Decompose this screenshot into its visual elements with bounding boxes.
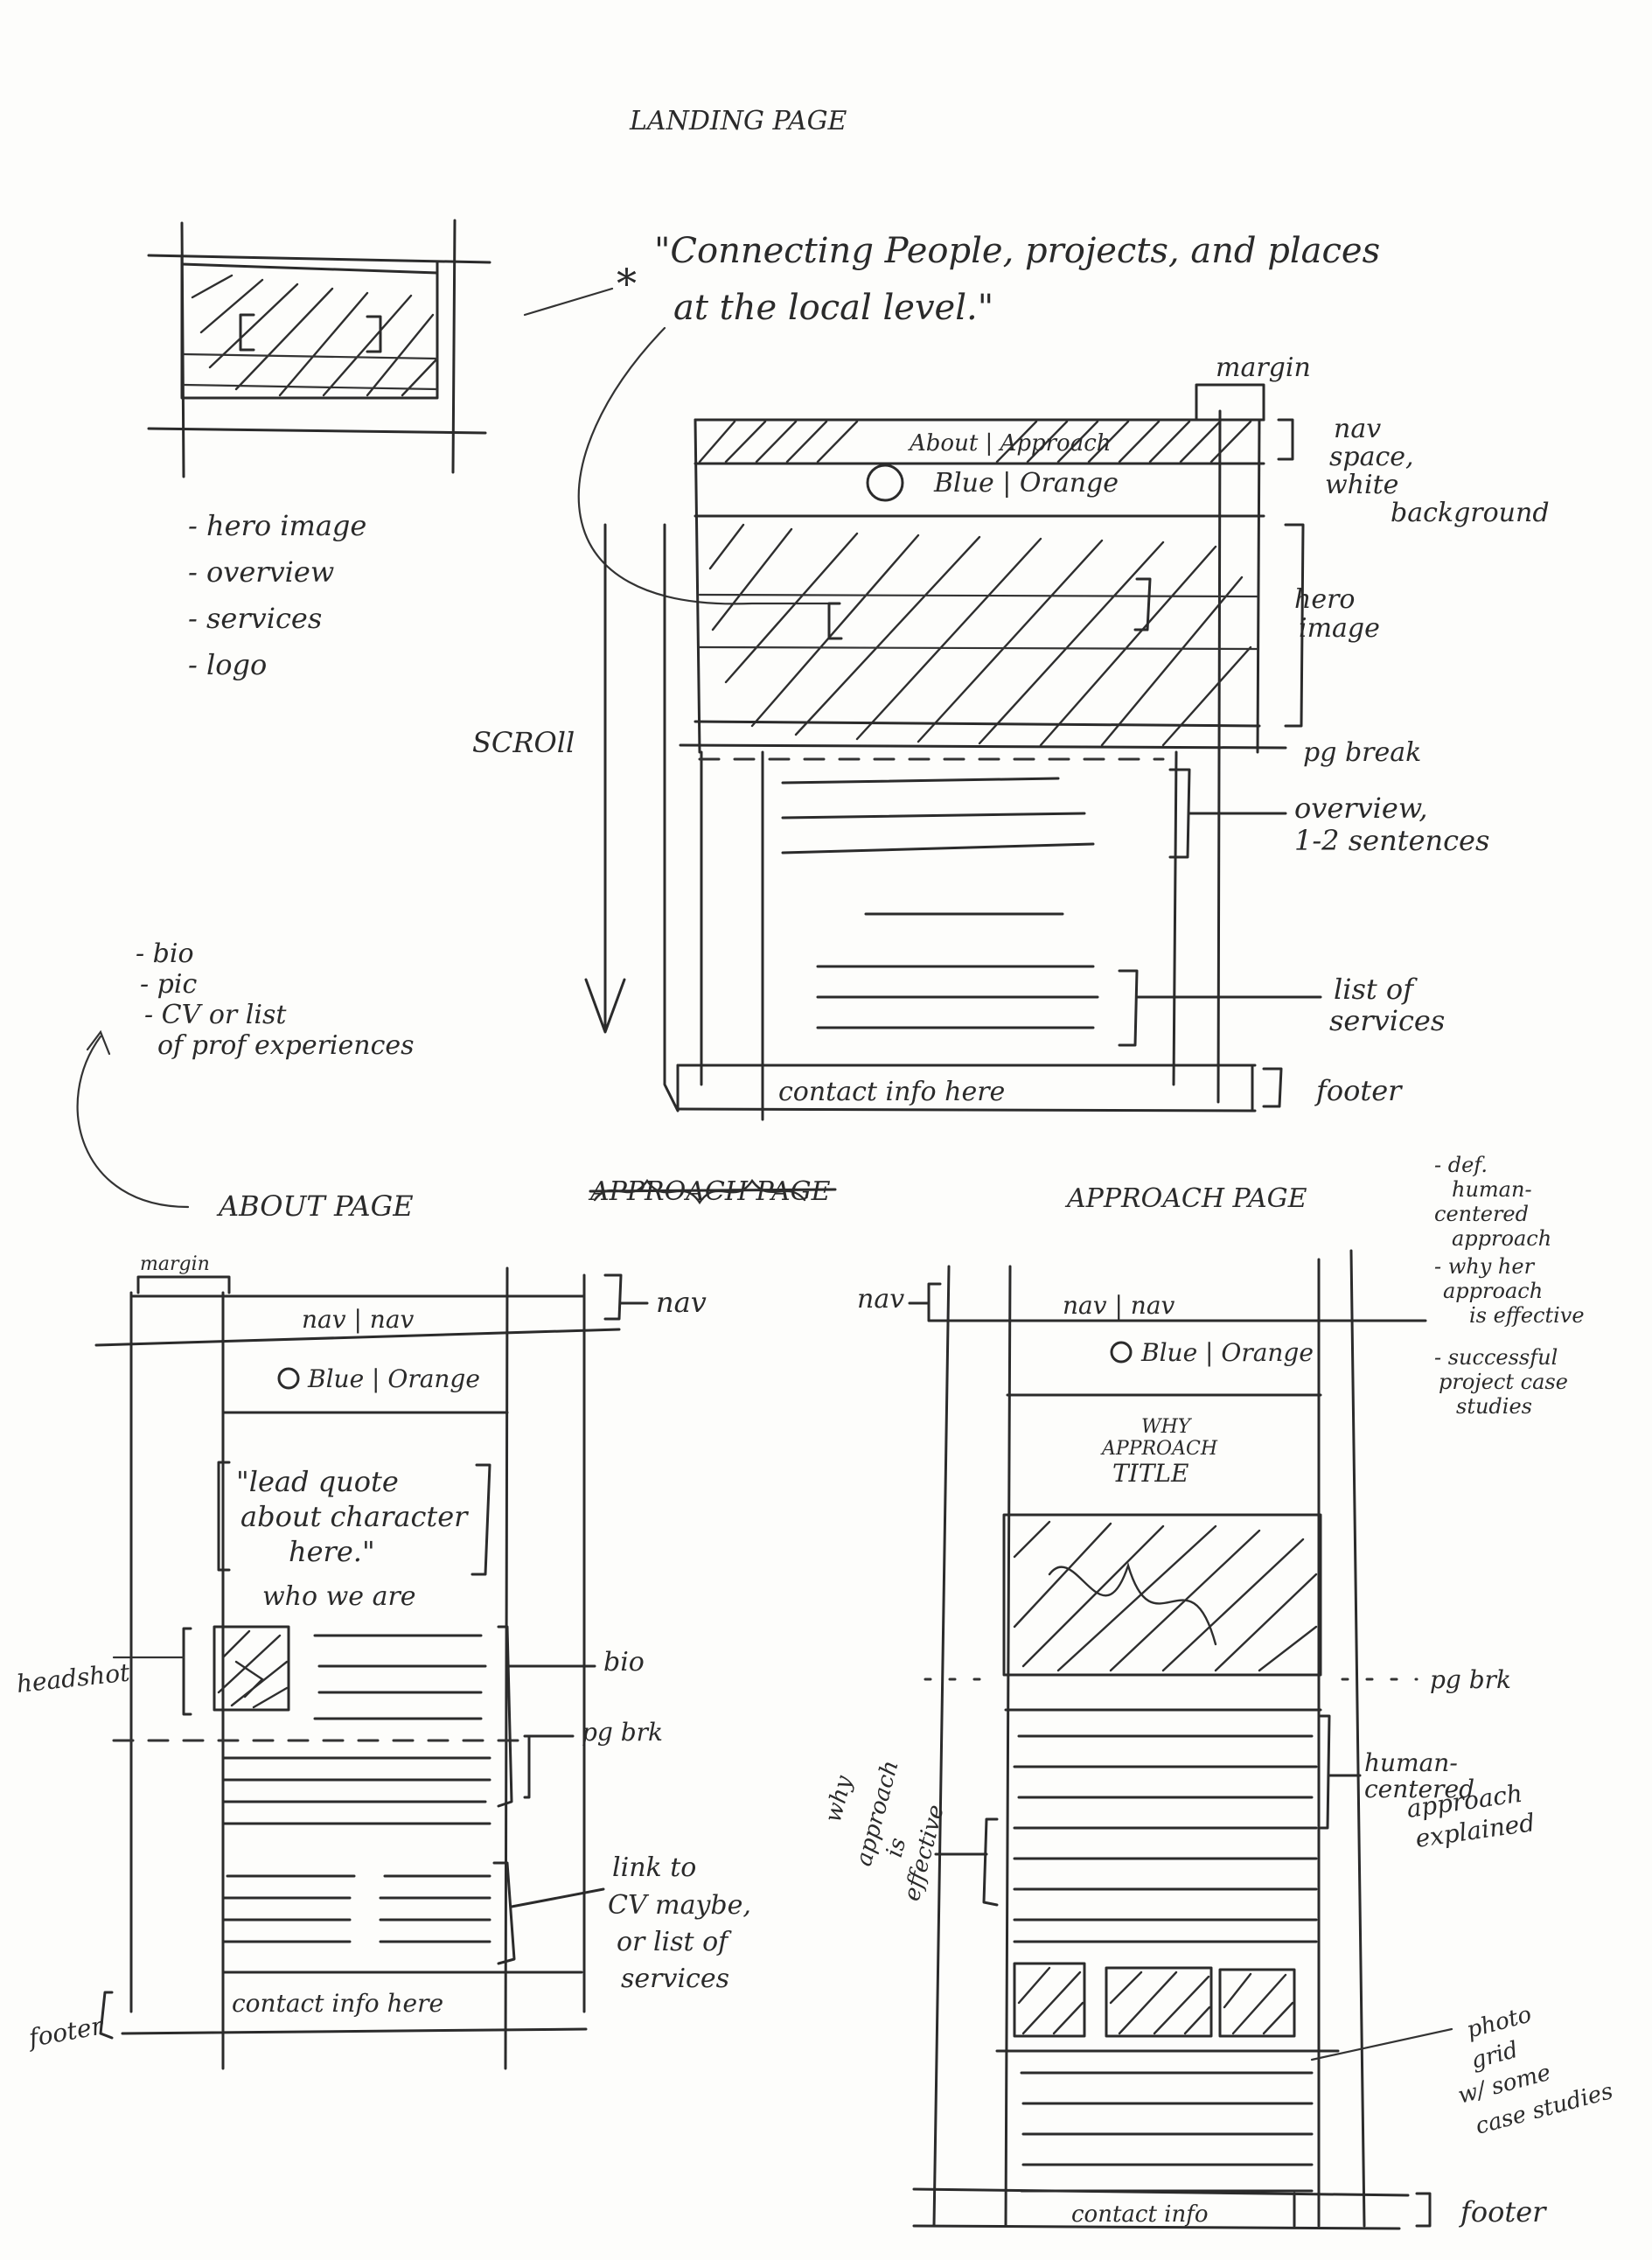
about-quote-1: "lead quote [236,1465,399,1498]
approach-footer-text: contact info [1071,2201,1209,2228]
about-notes-arrow [76,1029,190,1209]
landing-overview-note-1: overview, [1294,792,1428,825]
landing-hero-note-1: hero [1294,584,1355,615]
about-note-1: - bio [136,938,194,969]
asterisk: * [617,260,637,307]
scroll-arrow [584,523,626,1034]
about-footer-note: footer [25,2011,107,2053]
landing-element-3: - services [188,602,322,635]
landing-tagline-line2: at the local level." [673,288,993,328]
landing-footer-note: footer [1314,1074,1403,1107]
approach-nav-note: nav [857,1284,904,1315]
landing-services-note-1: list of [1334,973,1418,1006]
about-cv-note-3: or list of [617,1927,732,1957]
about-quote-2: about character [240,1500,469,1533]
approach-photo-note-1: photo [1464,2001,1534,2043]
landing-overview-note-2: 1-2 sentences [1294,824,1489,857]
about-footer-text: contact info here [232,1989,443,2018]
approach-logo-text: Blue | Orange [1140,1338,1314,1367]
landing-pg-break: pg break [1303,737,1421,768]
about-who-we-are: who we are [262,1581,416,1612]
services-bracket [1118,969,1322,1047]
about-logo-text: Blue | Orange [307,1364,480,1393]
landing-logo-text: Blue | Orange [933,468,1119,499]
about-cv-note-2: CV maybe, [608,1890,751,1921]
nav-bracket [1277,418,1294,461]
approach-side-note-6: approach [1443,1279,1543,1303]
about-pg-break: pg brk [582,1718,663,1747]
landing-title: LANDING PAGE [629,106,847,136]
approach-side-note-3: centered [1434,1202,1529,1226]
about-title: ABOUT PAGE [216,1189,414,1223]
landing-tagline-line1: "Connecting People, projects, and places [654,231,1380,271]
about-cv-note-1: link to [612,1852,696,1883]
approach-why-note-1: why [820,1773,858,1825]
approach-side-note-8: - successful [1434,1345,1558,1370]
approach-side-note-10: studies [1456,1394,1532,1419]
approach-human-note-2: centered [1364,1775,1474,1803]
approach-side-note-1: - def. [1434,1153,1488,1177]
tagline-arrow [577,326,837,605]
landing-nav-note-3: white [1325,470,1398,500]
about-quote-3: here." [289,1535,375,1568]
approach-side-note-9: project case [1439,1370,1568,1394]
about-note-3: - CV or list [144,1000,287,1030]
landing-nav-text: About | Approach [908,430,1112,457]
approach-why-2: APPROACH [1100,1438,1218,1460]
hero-bracket [1284,523,1305,728]
approach-title: APPROACH PAGE [1064,1183,1307,1214]
approach-side-note-5: - why her [1434,1254,1536,1279]
landing-footer-text: contact info here [778,1077,1005,1107]
landing-wireframe: margin About | Approach Blue | Orange [663,352,1311,1121]
about-note-4: of prof experiences [157,1030,415,1061]
thumbnail-arrow [523,287,614,317]
landing-nav-note-2: space, [1329,442,1414,472]
landing-element-2: - overview [188,555,334,589]
about-nav-text: nav | nav [302,1305,415,1334]
landing-thumbnail [147,219,491,478]
landing-element-1: - hero image [188,509,366,542]
about-headshot-label: headshot [15,1658,131,1698]
approach-wireframe: nav | nav Blue | Orange WHY APPROACH TIT… [912,1249,1427,2230]
landing-services-note-2: services [1329,1004,1445,1037]
about-cv-note-4: services [621,1964,729,1994]
approach-human-note-1: human- [1364,1748,1458,1777]
approach-side-note-4: approach [1452,1226,1551,1251]
approach-side-note-2: human- [1452,1177,1532,1202]
about-wireframe: nav | nav Blue | Orange "lead quote abou… [94,1266,621,2070]
footer-bracket [1262,1067,1283,1108]
approach-why-3: TITLE [1112,1459,1188,1488]
approach-why-note-3: is [882,1835,912,1860]
approach-pg-break: pg brk [1430,1665,1511,1694]
approach-side-note-7: is effective [1469,1303,1585,1328]
landing-margin-label: margin [1216,352,1311,383]
landing-nav-note-1: nav [1334,414,1381,444]
about-nav-note: nav [656,1286,707,1319]
overview-bracket [1168,768,1287,859]
approach-nav-text: nav | nav [1063,1291,1175,1320]
about-margin-label: margin [140,1253,210,1275]
landing-hero-note-2: image [1299,613,1380,644]
landing-nav-note-4: background [1391,498,1550,528]
about-note-2: - pic [140,969,197,1000]
approach-why-1: WHY [1141,1416,1193,1438]
landing-scroll: SCROll [472,726,575,759]
landing-element-4: - logo [188,648,267,681]
approach-footer-note: footer [1459,2195,1547,2229]
about-bio-label: bio [603,1647,645,1678]
